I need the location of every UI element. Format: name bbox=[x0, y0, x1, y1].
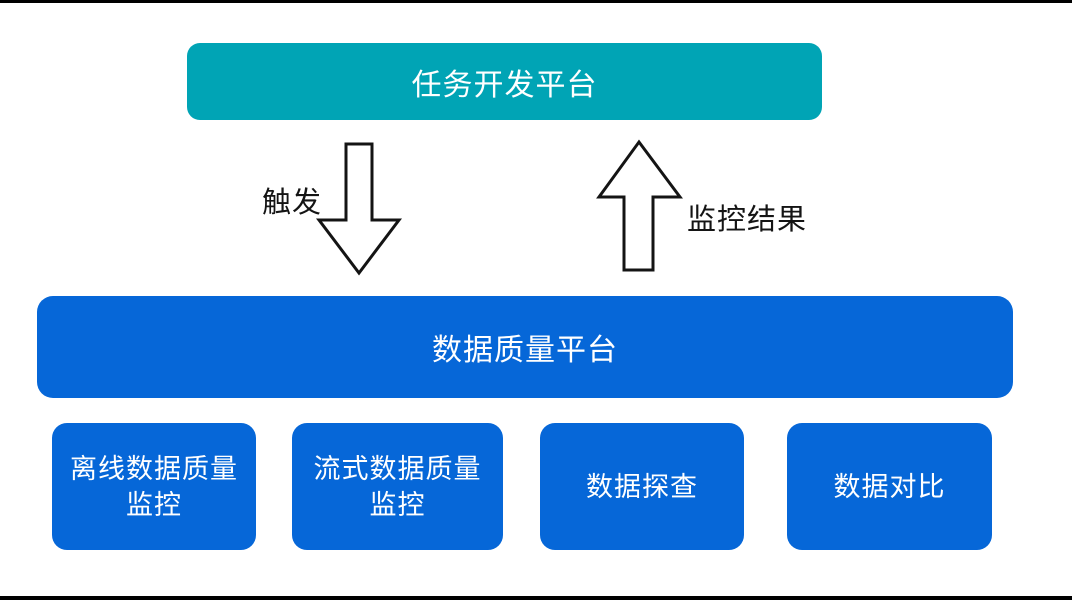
letterbox-top-bar bbox=[0, 0, 1072, 3]
module-label: 流式数据质量 监控 bbox=[313, 453, 482, 520]
data-quality-platform-label: 数据质量平台 bbox=[432, 334, 618, 367]
module-label: 离线数据质量 监控 bbox=[70, 453, 238, 520]
task-dev-platform-box: 任务开发平台 bbox=[187, 43, 822, 120]
module-data-comparison: 数据对比 bbox=[787, 423, 992, 550]
task-dev-platform-label: 任务开发平台 bbox=[411, 68, 598, 102]
trigger-label: 触发 bbox=[262, 187, 323, 219]
arrow-down-icon bbox=[315, 142, 403, 276]
arrow-up-icon bbox=[596, 139, 683, 272]
module-label: 数据探查 bbox=[586, 471, 698, 502]
data-quality-platform-box: 数据质量平台 bbox=[37, 296, 1013, 398]
module-streaming-data-quality-monitoring: 流式数据质量 监控 bbox=[292, 423, 503, 550]
module-offline-data-quality-monitoring: 离线数据质量 监控 bbox=[52, 423, 256, 550]
module-data-exploration: 数据探查 bbox=[540, 423, 744, 550]
monitor-result-label: 监控结果 bbox=[687, 204, 808, 236]
letterbox-bottom-bar bbox=[0, 596, 1072, 600]
module-label: 数据对比 bbox=[833, 471, 946, 502]
